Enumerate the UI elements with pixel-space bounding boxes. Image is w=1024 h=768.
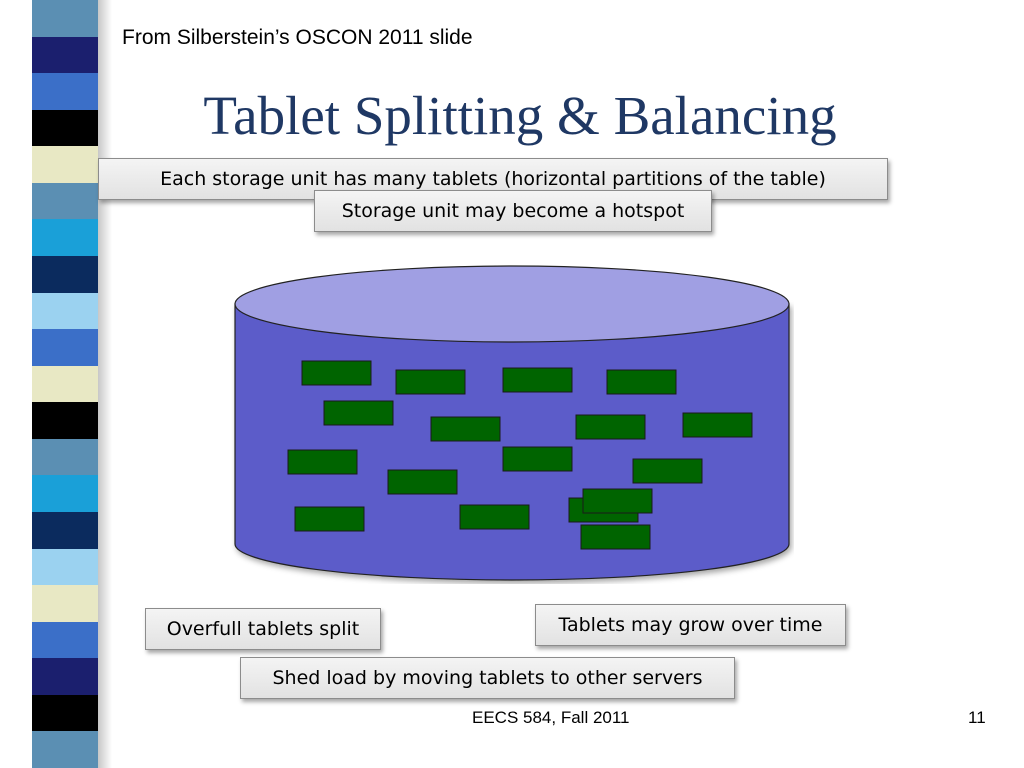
stripe-segment (32, 146, 98, 184)
stripe-shadow (98, 0, 112, 768)
tablet (632, 458, 703, 484)
stripe-segment (32, 365, 98, 403)
stripe-segment (32, 0, 98, 38)
decorative-stripe (32, 0, 98, 768)
stripe-segment (32, 585, 98, 623)
stripe-segment (32, 512, 98, 550)
stripe-segment (32, 475, 98, 513)
tablet (459, 504, 530, 530)
stripe-segment (32, 658, 98, 696)
stripe-segment (32, 36, 98, 74)
stripe-segment (32, 402, 98, 440)
tablet (580, 524, 651, 550)
tablet (430, 416, 501, 442)
tablet (502, 446, 573, 472)
tablet (387, 469, 458, 495)
tablet (287, 449, 358, 475)
tablet (502, 367, 573, 393)
stripe-segment (32, 182, 98, 220)
tablet (582, 488, 653, 514)
callout-hotspot: Storage unit may become a hotspot (314, 190, 712, 232)
stripe-segment (32, 73, 98, 111)
stripe-segment (32, 292, 98, 330)
storage-unit-cylinder (234, 303, 790, 581)
stripe-segment (32, 731, 98, 768)
stripe-segment (32, 438, 98, 476)
tablet (395, 369, 466, 395)
page-number: 11 (968, 708, 986, 727)
stripe-segment (32, 219, 98, 257)
tablet (301, 360, 372, 386)
source-note: From Silberstein’s OSCON 2011 slide (122, 26, 473, 49)
callout-split: Overfull tablets split (145, 608, 381, 650)
tablet (294, 506, 365, 532)
callout-shed-load: Shed load by moving tablets to other ser… (240, 657, 735, 699)
stripe-segment (32, 548, 98, 586)
stripe-segment (32, 109, 98, 147)
footer-course: EECS 584, Fall 2011 (472, 708, 630, 727)
tablet (575, 414, 646, 440)
storage-unit-diagram (234, 265, 790, 581)
stripe-segment (32, 256, 98, 294)
stripe-segment (32, 694, 98, 732)
stripe-segment (32, 621, 98, 659)
storage-unit-top (234, 265, 790, 343)
slide-title: Tablet Splitting & Balancing (203, 85, 837, 146)
tablet (682, 412, 753, 438)
stripe-segment (32, 329, 98, 367)
tablet (606, 369, 677, 395)
callout-grow: Tablets may grow over time (535, 604, 846, 646)
tablet (323, 400, 394, 426)
